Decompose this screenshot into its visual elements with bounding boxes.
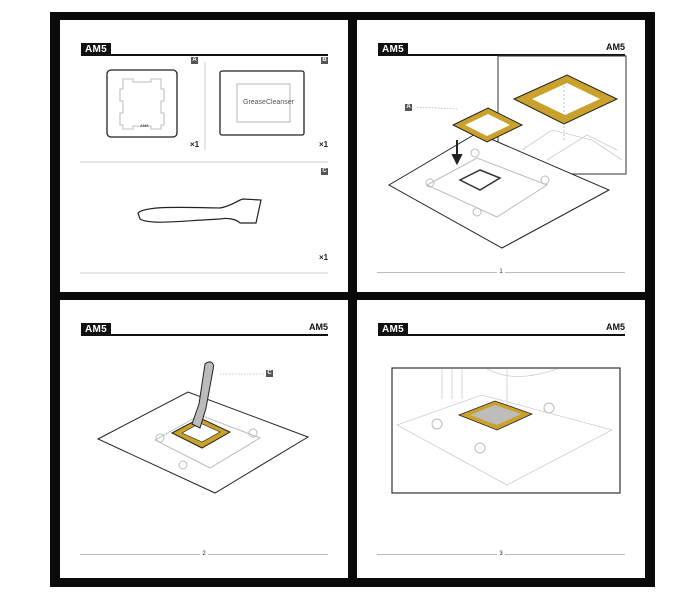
down-arrow-icon <box>451 140 463 166</box>
spatula-part-c <box>137 198 262 224</box>
header-rule <box>81 54 328 56</box>
motherboard <box>387 132 611 249</box>
header-rule <box>378 54 625 56</box>
spatula <box>191 361 214 429</box>
header-right: AM5 <box>308 322 328 332</box>
label-a: A <box>191 57 198 64</box>
page-number: 2 <box>202 551 206 557</box>
label-c: C <box>266 370 273 377</box>
header-badge: AM5 <box>378 43 409 55</box>
thermal-paste <box>470 405 521 425</box>
footer-rule-left <box>377 272 497 273</box>
step2-illustration <box>96 361 310 494</box>
header-right: AM5 <box>605 322 625 332</box>
qty-b: ×1 <box>319 140 329 149</box>
page-step-1: AM5 AM5 A 1 <box>357 20 645 292</box>
page-number: 3 <box>499 551 503 557</box>
footer-rule-right <box>208 554 328 555</box>
frame-text: AM5 <box>140 123 149 128</box>
header-right: AM5 <box>605 42 625 52</box>
page-step-2: AM5 AM5 C 2 <box>60 300 348 578</box>
qty-c: ×1 <box>319 253 329 262</box>
qty-a: ×1 <box>190 140 200 149</box>
socket <box>153 414 262 469</box>
detail-box <box>391 367 621 494</box>
step1-illustration <box>387 55 627 249</box>
page-contents: AM5 AM5 GreaseCleanser A B C ×1 ×1 ×1 <box>60 20 348 292</box>
header-badge: AM5 <box>378 323 409 335</box>
header-badge: AM5 <box>81 323 112 335</box>
page-step-3: AM5 AM5 3 <box>357 300 645 578</box>
label-c: C <box>321 168 328 175</box>
step3-illustration <box>391 367 621 494</box>
socket <box>425 157 549 218</box>
footer-rule-left <box>377 554 497 555</box>
cooler-outline <box>441 368 558 409</box>
contents-illustration <box>80 62 328 274</box>
header-rule <box>378 334 625 336</box>
cleaner-part-b <box>219 70 305 136</box>
header-rule <box>81 334 328 336</box>
cleaner-label: GreaseCleanser <box>243 99 294 106</box>
frame-cutout <box>119 78 165 130</box>
footer-rule-left <box>80 554 200 555</box>
motherboard <box>396 394 614 486</box>
frame-part-a <box>106 69 178 138</box>
page-number: 1 <box>499 269 503 275</box>
footer-rule-right <box>505 554 625 555</box>
footer-rule-right <box>505 272 625 273</box>
header-badge: AM5 <box>81 43 112 55</box>
label-b: B <box>321 57 328 64</box>
label-a: A <box>405 104 412 111</box>
